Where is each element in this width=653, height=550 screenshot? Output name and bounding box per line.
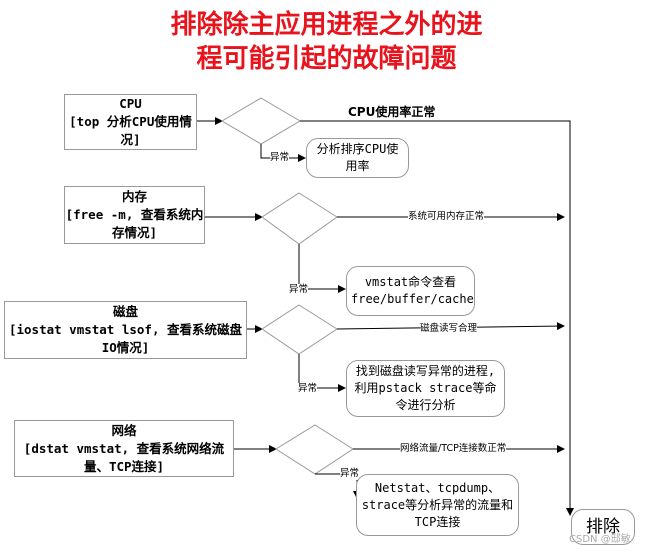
- network-desc: [dstat vmstat, 查看系统网络流量、TCP连接]: [23, 440, 225, 474]
- cpu-normal-label: CPU使用率正常: [348, 105, 436, 119]
- cpu-desc: [top 分析CPU使用情况]: [69, 114, 192, 147]
- cpu-name: CPU: [119, 96, 142, 111]
- disk-action-text: 找到磁盘读写异常的进程,利用pstack strace等命令进行分析: [354, 364, 497, 412]
- disk-action-box: 找到磁盘读写异常的进程,利用pstack strace等命令进行分析: [346, 360, 505, 417]
- disk-name: 磁盘: [112, 304, 138, 319]
- network-box: 网络 [dstat vmstat, 查看系统网络流量、TCP连接]: [14, 420, 234, 477]
- disk-box: 磁盘 [iostat vmstat lsof, 查看系统磁盘IO情况]: [4, 301, 247, 359]
- network-abnormal-label: 异常: [340, 468, 360, 480]
- memory-action-box: vmstat命令查看free/buffer/cache: [346, 266, 475, 316]
- memory-action-text: vmstat命令查看free/buffer/cache: [351, 275, 474, 306]
- network-decision-diamond: [275, 424, 354, 475]
- network-action-text: Netstat、tcpdump、strace等分析异常的流量和TCP连接: [361, 480, 514, 529]
- memory-desc: [free -m, 查看系统内存情况]: [65, 207, 204, 240]
- network-action-box: Netstat、tcpdump、strace等分析异常的流量和TCP连接: [356, 474, 519, 536]
- disk-abnormal-label: 异常: [298, 383, 318, 395]
- cpu-action-text: 分析排序CPU使用率: [316, 142, 399, 173]
- memory-box: 内存 [free -m, 查看系统内存情况]: [64, 186, 205, 244]
- disk-decision-diamond: [261, 304, 338, 355]
- disk-desc: [iostat vmstat lsof, 查看系统磁盘IO情况]: [8, 322, 243, 355]
- disk-normal-label: 磁盘读写合理: [420, 323, 478, 335]
- watermark: CSDN @邸敏: [569, 534, 631, 545]
- memory-abnormal-line: [298, 244, 346, 293]
- title-line-1: 排除除主应用进程之外的进: [170, 10, 483, 40]
- cpu-box: CPU [top 分析CPU使用情况]: [64, 94, 197, 150]
- cpu-abnormal-label: 异常: [270, 152, 290, 164]
- cpu-action-box: 分析排序CPU使用率: [306, 138, 409, 178]
- memory-decision-diamond: [261, 192, 338, 245]
- cpu-decision-diamond: [221, 97, 301, 145]
- title-line-2: 程可能引起的故障问题: [196, 44, 457, 74]
- network-normal-label: 网络流量/TCP连接数正常: [400, 443, 507, 455]
- network-name: 网络: [111, 422, 137, 438]
- memory-abnormal-label: 异常: [289, 284, 309, 296]
- memory-name: 内存: [121, 189, 147, 204]
- cpu-abnormal-line: [260, 144, 306, 162]
- cpu-normal-line: [300, 120, 574, 516]
- memory-normal-label: 系统可用内存正常: [408, 211, 485, 223]
- end-box: 排除: [571, 509, 635, 545]
